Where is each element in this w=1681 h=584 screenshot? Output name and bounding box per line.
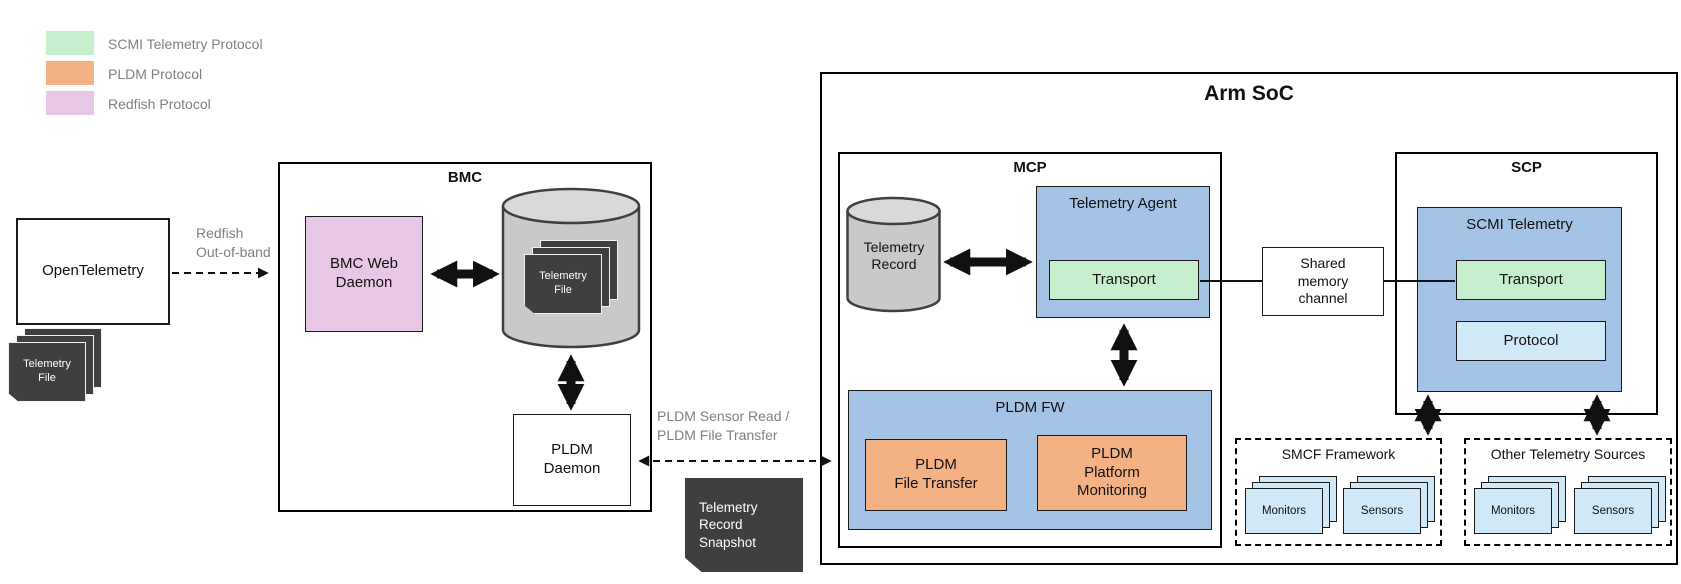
pldm-platform-monitoring-box: PLDM Platform Monitoring [1037, 435, 1187, 511]
card-icon-label: Sensors [1574, 488, 1652, 534]
pldm-daemon-box: PLDM Daemon [513, 414, 631, 506]
telemetry-record-snapshot-doc: Telemetry Record Snapshot [685, 478, 803, 572]
mcp-container: MCP [838, 152, 1222, 548]
arm-soc-container: Arm SoC [820, 72, 1678, 565]
pldm-link-label: PLDM Sensor Read / PLDM File Transfer [657, 408, 790, 443]
telemetry-record-cylinder [846, 196, 941, 313]
scmi-telemetry-box: SCMI Telemetry Transport Protocol [1417, 207, 1622, 392]
card-icon-label: Monitors [1474, 488, 1552, 534]
smcf-monitors-stack: Monitors [1245, 476, 1339, 538]
cylinder-body [846, 211, 941, 313]
other-sensors-stack: Sensors [1574, 476, 1668, 538]
other-monitors-stack: Monitors [1474, 476, 1568, 538]
pldm-fw-box: PLDM FW PLDM File Transfer PLDM Platform… [848, 390, 1212, 530]
legend-label-redfish: Redfish Protocol [108, 96, 211, 112]
opentelemetry-box: OpenTelemetry [16, 218, 170, 325]
arm-soc-title: Arm SoC [1204, 82, 1294, 105]
shared-memory-channel-box: Shared memory channel [1262, 247, 1384, 316]
other-telemetry-sources-title: Other Telemetry Sources [1490, 446, 1646, 462]
card-icon-label: Sensors [1343, 488, 1421, 534]
bmc-web-daemon-box: BMC Web Daemon [305, 216, 423, 332]
legend-swatch-pldm [46, 61, 94, 85]
scp-title: SCP [1511, 159, 1542, 176]
document-icon-label: Telemetry File [524, 254, 602, 314]
pldm-file-transfer-box: PLDM File Transfer [865, 439, 1007, 511]
scp-container: SCP [1395, 152, 1658, 415]
scp-transport-box: Transport [1456, 260, 1606, 300]
legend-swatch-scmi [46, 31, 94, 55]
bmc-telemetry-file-doc-stack: Telemetry File [524, 240, 620, 316]
telemetry-agent-box: Telemetry Agent Transport [1036, 186, 1210, 318]
legend-label-scmi: SCMI Telemetry Protocol [108, 36, 263, 52]
smcf-sensors-stack: Sensors [1343, 476, 1437, 538]
cylinder-top [501, 187, 641, 225]
pldm-fw-title: PLDM FW [995, 399, 1065, 416]
telemetry-file-doc-stack: Telemetry File [8, 328, 104, 404]
other-telemetry-sources-box: Other Telemetry Sources Monitors Sensors [1464, 438, 1672, 546]
bmc-container: BMC [278, 162, 652, 512]
mcp-transport-box: Transport [1049, 260, 1199, 300]
scmi-telemetry-title: SCMI Telemetry [1466, 216, 1573, 233]
cylinder-top [846, 196, 941, 226]
smcf-framework-box: SMCF Framework Monitors Sensors [1235, 438, 1442, 546]
card-icon-label: Monitors [1245, 488, 1323, 534]
telemetry-agent-title: Telemetry Agent [1069, 195, 1177, 212]
mcp-title: MCP [1013, 159, 1047, 176]
redfish-link-label: Redfish Out-of-band [196, 225, 271, 260]
telemetry-record-label: Telemetry Record [863, 238, 925, 273]
legend-swatch-redfish [46, 91, 94, 115]
smcf-framework-title: SMCF Framework [1281, 446, 1396, 462]
legend-label-pldm: PLDM Protocol [108, 66, 203, 82]
document-icon-label: Telemetry File [8, 342, 86, 402]
scp-protocol-box: Protocol [1456, 321, 1606, 361]
bmc-title: BMC [447, 169, 483, 186]
